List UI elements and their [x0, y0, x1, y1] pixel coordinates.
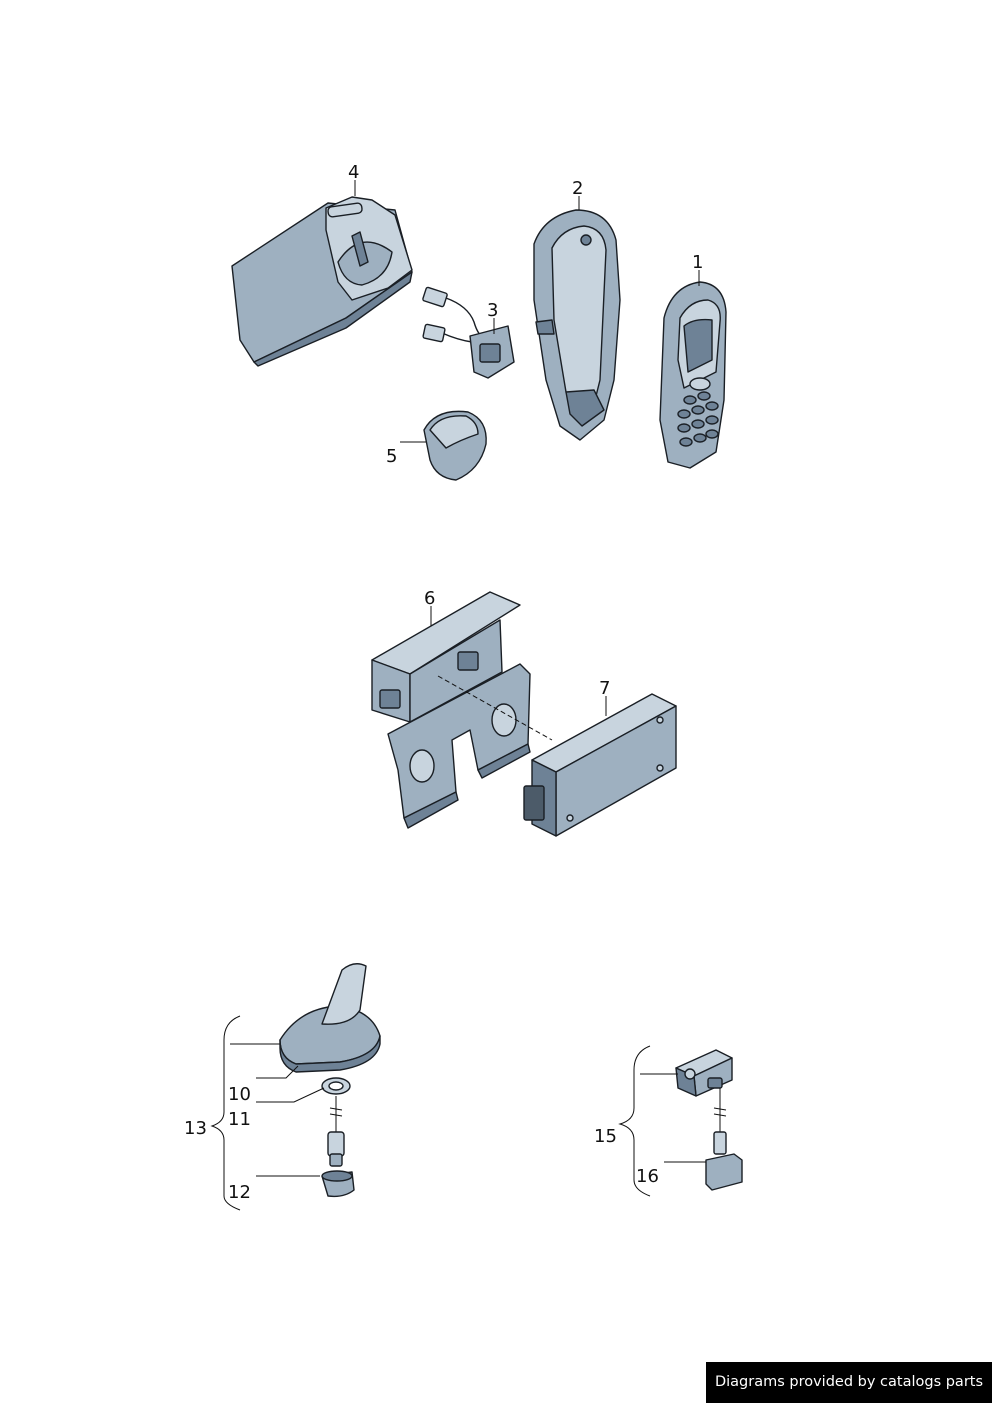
part-10-roof-antenna: [279, 963, 381, 1073]
callout-12: 12: [228, 1182, 251, 1203]
part-6-mounting-bracket: [371, 591, 553, 829]
part-11-seal-ring: [321, 1077, 351, 1167]
callout-11: 11: [228, 1109, 251, 1130]
part-3-connector-cable: [422, 286, 515, 379]
watermark-banner: Diagrams provided by catalogs parts: [706, 1362, 992, 1403]
part-12-antenna-nut: [321, 1170, 355, 1198]
callout-5: 5: [386, 446, 397, 467]
callout-2: 2: [572, 178, 583, 199]
part-16-antenna-module: [675, 1049, 743, 1191]
part-7-control-unit: [523, 693, 677, 837]
callout-13: 13: [184, 1118, 207, 1139]
callout-3: 3: [487, 300, 498, 321]
part-5-cover-cap: [423, 410, 487, 481]
callout-10: 10: [228, 1084, 251, 1105]
callouts: 4 2 1 3 5 6 7 13 10 11 12 15 16: [184, 162, 706, 1211]
part-2-phone-cradle: [533, 209, 621, 441]
callout-7: 7: [599, 678, 610, 699]
callout-4: 4: [348, 162, 359, 183]
part-4-mounting-base: [231, 196, 413, 367]
callout-1: 1: [692, 252, 703, 273]
callout-6: 6: [424, 588, 435, 609]
part-1-mobile-phone: [659, 281, 727, 469]
keypad: [677, 391, 719, 447]
callout-15: 15: [594, 1126, 617, 1147]
callout-16: 16: [636, 1166, 659, 1187]
